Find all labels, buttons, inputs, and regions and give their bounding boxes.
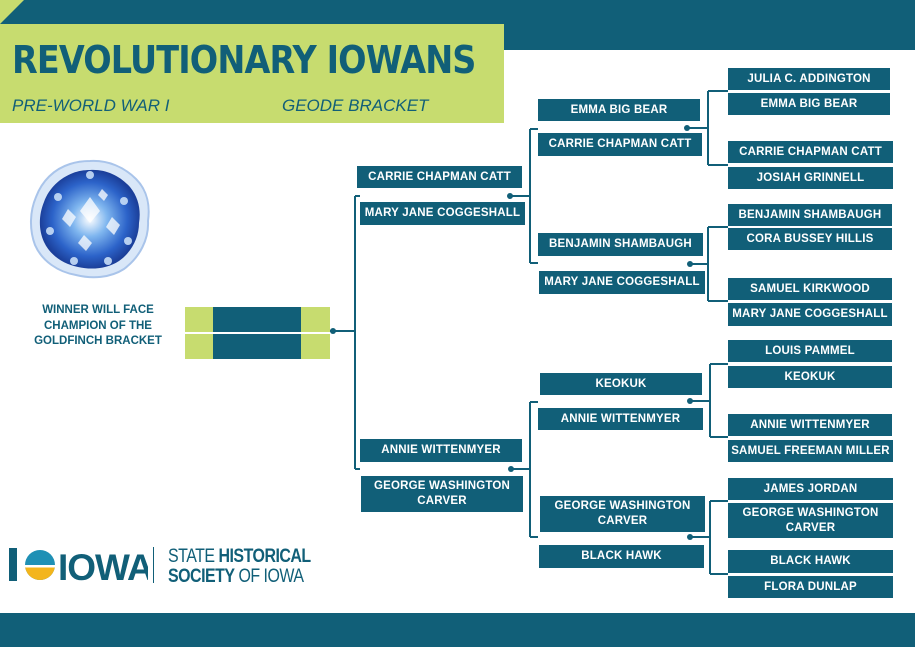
bracket-slot: SAMUEL FREEMAN MILLER (728, 440, 893, 462)
bracket-subtitle: GEODE BRACKET (282, 96, 429, 115)
bracket-slot: BLACK HAWK (728, 550, 893, 573)
bracket-slot: GEORGE WASHINGTON CARVER (728, 503, 893, 538)
champion-slot-1 (185, 307, 330, 332)
bracket-slot: ANNIE WITTENMYER (728, 414, 892, 436)
winner-note: WINNER WILL FACE CHAMPION OF THE GOLDFIN… (34, 304, 162, 347)
bracket-slot: ANNIE WITTENMYER (538, 408, 703, 430)
bracket-slot: CARRIE CHAPMAN CATT (728, 141, 893, 163)
bracket-slot: BENJAMIN SHAMBAUGH (728, 204, 892, 226)
bottom-banner (0, 613, 915, 647)
bracket-slot: GEORGE WASHINGTON CARVER (540, 496, 705, 532)
bracket-slot: FLORA DUNLAP (728, 576, 893, 598)
iowa-logo: IOWA (9, 547, 148, 585)
bracket-slot: JULIA C. ADDINGTON (728, 68, 890, 90)
bracket-slot: EMMA BIG BEAR (538, 99, 700, 121)
bracket-slot: SAMUEL KIRKWOOD (728, 278, 892, 300)
era-subtitle: PRE-WORLD WAR I (12, 96, 170, 115)
bracket-slot: BLACK HAWK (539, 545, 704, 568)
logo-divider (153, 547, 154, 583)
bracket-slot: LOUIS PAMMEL (728, 340, 892, 362)
champion-slot-2 (185, 334, 330, 359)
top-accent-triangle (0, 0, 24, 24)
shsi-logo-line2: SOCIETY OF IOWA (168, 566, 304, 587)
bracket-slot: MARY JANE COGGESHALL (539, 271, 705, 294)
bracket-slot: MARY JANE COGGESHALL (360, 202, 525, 225)
bracket-slot: MARY JANE COGGESHALL (728, 303, 892, 326)
bracket-slot: JOSIAH GRINNELL (728, 167, 893, 189)
bracket-slot: GEORGE WASHINGTON CARVER (361, 476, 523, 512)
geode-icon (30, 159, 150, 279)
title-panel: REVOLUTIONARY IOWANS PRE-WORLD WAR I GEO… (0, 24, 504, 123)
bracket-slot: JAMES JORDAN (728, 478, 893, 500)
bracket-slot: CARRIE CHAPMAN CATT (357, 166, 522, 188)
iowa-wordmark: IOWA (58, 547, 148, 585)
bracket-slot: CARRIE CHAPMAN CATT (538, 133, 702, 156)
page-title: REVOLUTIONARY IOWANS (12, 38, 476, 82)
bracket-slot: EMMA BIG BEAR (728, 93, 890, 115)
bracket-slot: ANNIE WITTENMYER (360, 439, 522, 462)
bracket-slot: KEOKUK (540, 373, 702, 395)
shsi-logo-line1: STATE HISTORICAL (168, 546, 311, 567)
bracket-slot: BENJAMIN SHAMBAUGH (538, 233, 703, 256)
bracket-slot: CORA BUSSEY HILLIS (728, 228, 892, 250)
bracket-slot: KEOKUK (728, 366, 892, 388)
